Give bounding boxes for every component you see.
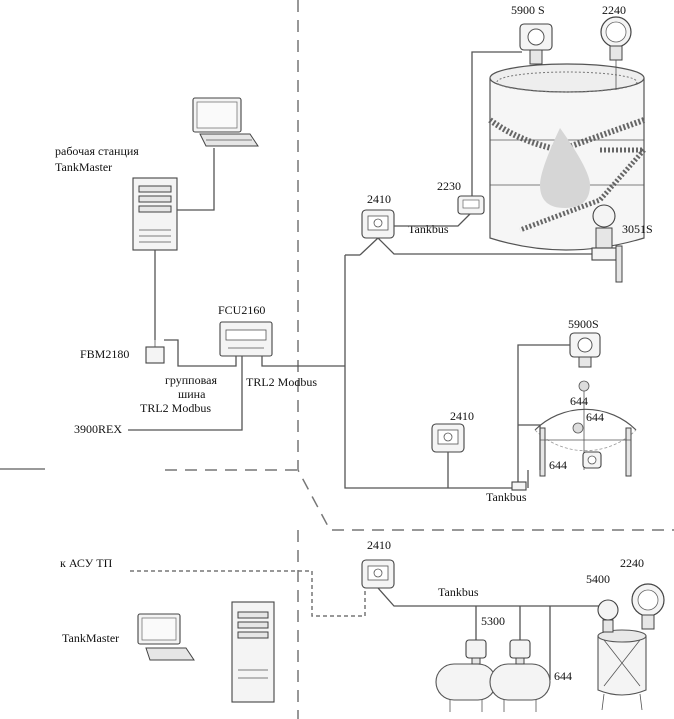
fcu-label: FCU2160 [218, 303, 265, 317]
gauge-2240-top-label: 2240 [602, 3, 626, 17]
display-unit-2230-icon [457, 195, 485, 215]
horizontal-tank-b [489, 663, 551, 712]
tankbus-junction-icon [511, 481, 527, 491]
cylindrical-storage-tank [488, 63, 650, 251]
gauge-2410-bottom-label: 2410 [367, 538, 391, 552]
wire-field-trunk [344, 255, 520, 489]
workstation-monitor-icon [192, 97, 259, 147]
gauge-2410-mid-label: 2410 [450, 409, 474, 423]
wire-2410-2230 [394, 213, 471, 227]
workstation-bottom-monitor-icon [137, 613, 195, 661]
tank-hub-2410-top-icon [361, 209, 395, 239]
radar-gauge-5900s-sphere-icon [569, 332, 601, 368]
fcu2160-unit-icon [219, 321, 273, 357]
pressure-transmitter-3051s-icon [591, 204, 623, 283]
temp-644-b-label: 644 [586, 410, 604, 424]
gauge-644-bottom-label: 644 [554, 669, 572, 683]
wire-2230-5900s [471, 51, 522, 196]
wire-fbm-fcu [164, 339, 237, 367]
gauge-2410-top-label: 2410 [367, 192, 391, 206]
gauge-2240-bottom-label: 2240 [620, 556, 644, 570]
group-bus-line-2: шина [178, 387, 206, 401]
gauge-5400-label: 5400 [586, 572, 610, 586]
wire-sphere-644 [518, 424, 541, 470]
gauge-3051s-label: 3051S [622, 222, 653, 236]
wire-2410-3051s [377, 237, 592, 255]
wire-fcu-field [261, 356, 345, 367]
group-bus-line-3: TRL2 Modbus [140, 401, 211, 415]
gauge-5300-label: 5300 [481, 614, 505, 628]
rex-label: 3900REX [74, 422, 122, 436]
tankbus-bottom-label: Tankbus [438, 585, 479, 599]
trl2-modbus-label: TRL2 Modbus [246, 375, 317, 389]
asu-tp-label: к АСУ ТП [60, 556, 113, 570]
workstation-tower-icon [132, 177, 178, 251]
gauge-5900s-sphere-label: 5900S [568, 317, 599, 331]
wire-monitor-tower [177, 148, 215, 211]
radar-gauge-5400-icon [597, 599, 619, 633]
wire-sphere-5900s [517, 344, 570, 488]
group-bus-line-1: групповая [165, 373, 217, 387]
temp-644-c-label: 644 [549, 458, 567, 472]
spherical-tank [534, 408, 637, 477]
temperature-transmitter-2240-bottom-icon [631, 583, 665, 630]
fbm-label: FBM2180 [80, 347, 129, 361]
wire-bottom-tankbus [377, 587, 616, 607]
workstation-name: TankMaster [55, 160, 112, 174]
radar-5300-b-icon [509, 639, 531, 665]
vertical-vessel [597, 629, 647, 711]
tank-hub-2410-bottom-icon [361, 559, 395, 589]
temperature-transmitter-2240-icon [600, 16, 632, 90]
temperature-sensor-644-b-icon [572, 422, 584, 434]
gauge-2230-label: 2230 [437, 179, 461, 193]
tank-hub-2410-mid-icon [431, 423, 465, 453]
workstation-bottom-tower-icon [231, 601, 275, 703]
temperature-sensor-644-c-icon [582, 451, 602, 469]
wire-2410-trunk [359, 237, 379, 256]
radar-gauge-5900s-icon [519, 23, 553, 65]
tankmaster-bottom-label: TankMaster [62, 631, 119, 645]
horizontal-tank-a [435, 663, 497, 712]
gauge-5900s-top-label: 5900 S [511, 3, 545, 17]
tankbus-mid-label: Tankbus [486, 490, 527, 504]
wire-rex-fcu [128, 356, 243, 431]
workstation-title: рабочая станция [55, 144, 139, 158]
fbm2180-module-icon [145, 339, 165, 364]
radar-5300-a-icon [465, 639, 487, 665]
tankbus-top-label: Tankbus [408, 222, 449, 236]
asu-tp-dotted-link [130, 570, 366, 617]
temp-644-a-label: 644 [570, 394, 588, 408]
